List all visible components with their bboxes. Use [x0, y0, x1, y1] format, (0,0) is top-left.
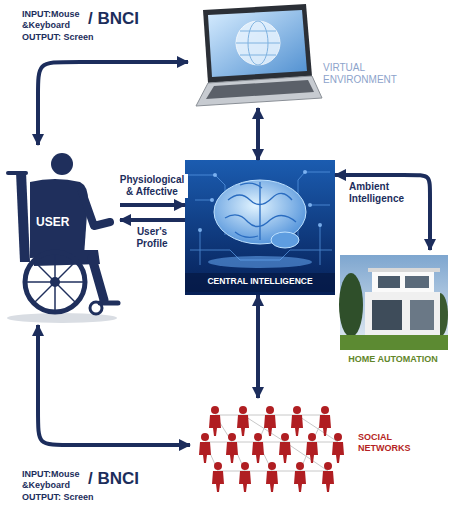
- home-automation-node: HOME AUTOMATION: [338, 250, 448, 372]
- wheelchair-user-figure: [7, 153, 118, 323]
- brain-circuit-illustration: [185, 160, 335, 295]
- interface-name: / BNCI: [88, 9, 139, 29]
- connector-arrow: [120, 203, 185, 207]
- io-label: OUTPUT: Screen: [22, 32, 94, 43]
- interface-name: / BNCI: [88, 469, 139, 489]
- connector-arrow: [256, 295, 260, 398]
- node-label: HOME AUTOMATION: [338, 354, 448, 365]
- io-label: OUTPUT: Screen: [22, 492, 94, 503]
- social-network-illustration: [199, 406, 344, 492]
- connector-arrow: [120, 218, 185, 222]
- connector-arrow: [256, 108, 260, 160]
- connector-arrow: [335, 175, 430, 250]
- edge-label: Physiological & Affective: [116, 174, 188, 198]
- social-networks-node: SOCIAL NETWORKS: [190, 398, 420, 498]
- node-label: USER: [36, 215, 69, 229]
- edge-label: User's Profile: [136, 226, 167, 250]
- io-label: INPUT:Mouse &Keyboard: [22, 9, 88, 31]
- connector-arrow: [38, 325, 190, 445]
- connector-arrow: [38, 62, 188, 145]
- central-intelligence-node: CENTRAL INTELLIGENCE: [185, 160, 335, 295]
- virtual-environment-node: VIRTUAL ENVIRONMENT: [188, 0, 412, 108]
- laptop-illustration: [196, 4, 322, 106]
- node-label: CENTRAL INTELLIGENCE: [185, 276, 335, 287]
- house-photo-illustration: [339, 255, 448, 350]
- io-label: INPUT:Mouse &Keyboard: [22, 469, 88, 491]
- node-label: VIRTUAL ENVIRONMENT: [323, 62, 397, 86]
- node-label: SOCIAL NETWORKS: [358, 432, 411, 454]
- edge-label: Ambient Intelligence: [349, 181, 404, 205]
- user-node: USER: [5, 145, 120, 325]
